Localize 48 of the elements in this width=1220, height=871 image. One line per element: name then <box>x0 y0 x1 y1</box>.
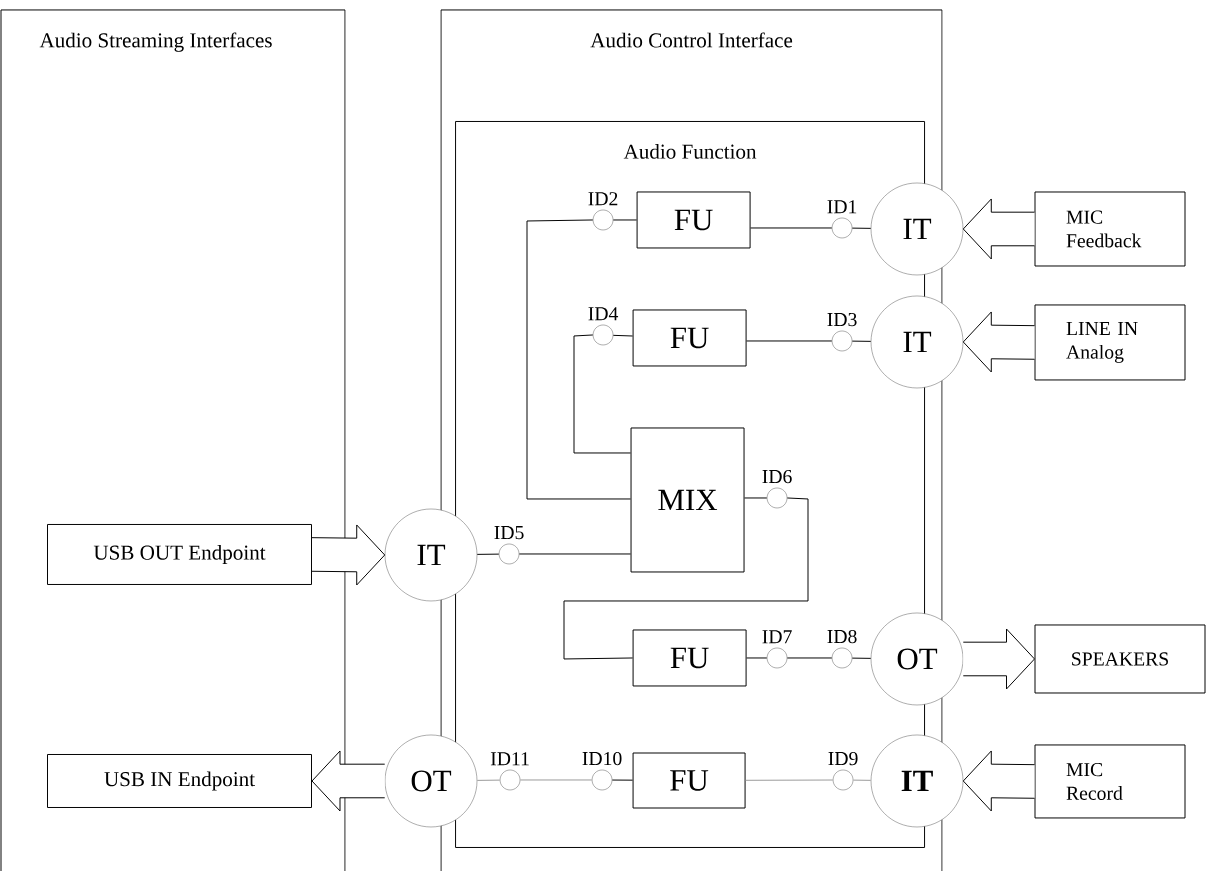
block-arrow <box>962 750 1035 812</box>
connector-line <box>744 497 768 499</box>
node-label: ID8 <box>827 629 857 644</box>
unit-box: FU <box>632 629 747 687</box>
connector-line <box>750 227 833 229</box>
source-box: LINE IN Analog <box>1034 304 1186 381</box>
endpoint-box: USB IN Endpoint <box>47 754 312 808</box>
connector-line <box>518 553 632 555</box>
block-arrow <box>311 524 386 586</box>
node-label: ID4 <box>588 307 619 321</box>
node-label: ID6 <box>762 469 792 484</box>
unit-box: FU <box>632 309 747 367</box>
node-label: ID10 <box>582 751 622 766</box>
block-arrow <box>962 628 1035 690</box>
connector-line <box>851 227 872 229</box>
connector-line <box>476 779 501 781</box>
connector-line <box>476 553 500 555</box>
connector-line <box>611 779 634 781</box>
node-label: ID9 <box>828 751 858 766</box>
connector-line <box>563 497 809 660</box>
connector-line <box>745 779 834 781</box>
node-label: ID2 <box>588 192 618 206</box>
connector-line <box>612 334 634 337</box>
node-label: ID3 <box>827 312 857 327</box>
connector-line <box>851 340 872 342</box>
node-label: ID11 <box>490 752 529 766</box>
unit-box: FU <box>636 191 751 249</box>
connector-line <box>746 340 833 342</box>
connector-line <box>573 334 632 454</box>
endpoint-box: USB OUT Endpoint <box>47 524 312 585</box>
unit-box: FU <box>632 752 746 809</box>
node-label: ID1 <box>827 200 857 214</box>
block-arrow <box>962 311 1035 373</box>
connector-line <box>851 657 872 659</box>
node-label: ID5 <box>494 526 524 540</box>
sink-box: SPEAKERS <box>1034 624 1206 694</box>
connector-line <box>526 219 632 500</box>
block-arrow <box>311 750 386 812</box>
connector-line <box>852 779 872 781</box>
connector-line <box>519 779 593 781</box>
block-arrow <box>962 198 1035 260</box>
source-box: MIC Feedback <box>1034 191 1186 267</box>
connector-line <box>612 219 638 221</box>
source-box: MIC Record <box>1034 744 1186 819</box>
node-label: ID7 <box>762 630 792 644</box>
mixer-box: MIX <box>630 427 745 573</box>
connector-line <box>786 657 833 659</box>
connector-line <box>746 657 768 659</box>
